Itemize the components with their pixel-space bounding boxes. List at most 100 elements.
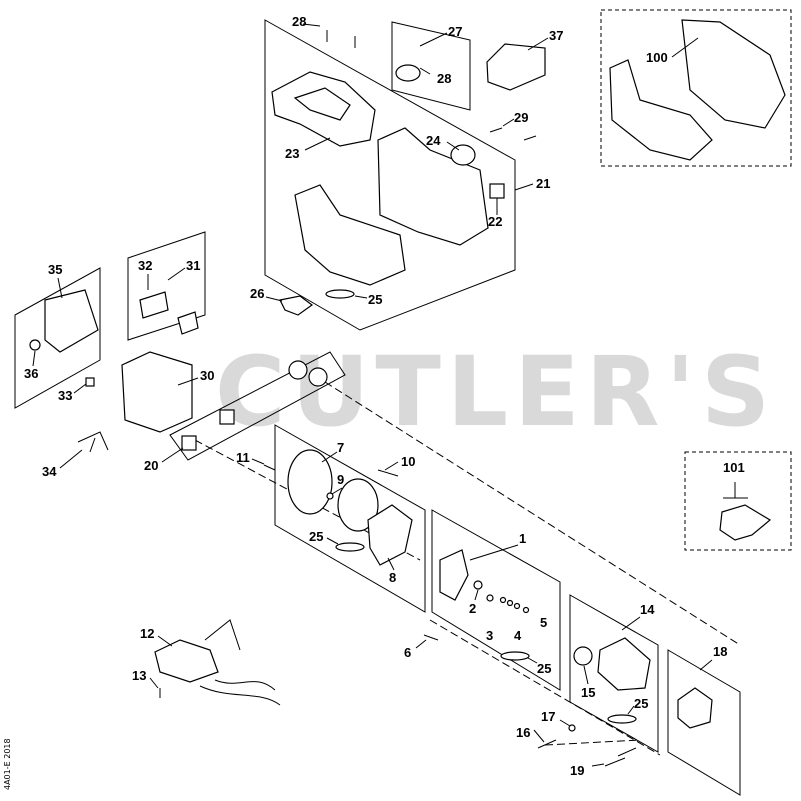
callout-26: 26 <box>250 286 264 301</box>
callout-15: 15 <box>581 685 595 700</box>
callout-28b: 28 <box>437 71 451 86</box>
callout-2: 2 <box>469 601 476 616</box>
side-code: 4A01-E 2018 <box>3 738 12 790</box>
part-ignition-12 <box>154 639 219 683</box>
part-clip-31 <box>177 311 199 335</box>
leader-25a <box>354 295 368 299</box>
callout-5: 5 <box>540 615 547 630</box>
leader-25b <box>326 537 339 545</box>
part-pad-25c <box>500 651 530 661</box>
leader-23 <box>304 137 331 151</box>
callout-36: 36 <box>24 366 38 381</box>
part-shroud-top-detail <box>293 87 351 121</box>
part-pad-25d <box>607 714 637 724</box>
callout-100: 100 <box>646 50 668 65</box>
drive-group-frame <box>569 594 659 753</box>
callout-3: 3 <box>486 628 493 643</box>
assembly-line-main <box>324 381 741 646</box>
part-upper-housing <box>377 127 489 246</box>
leader-28a <box>302 23 321 27</box>
callout-25c: 25 <box>537 661 551 676</box>
part-washer-4c <box>513 602 521 610</box>
leader-8 <box>387 557 395 571</box>
leader-31 <box>167 267 186 281</box>
part-pad-25b <box>335 542 365 552</box>
part-ignition-wire <box>199 619 281 706</box>
leader-36 <box>32 350 36 367</box>
part-tank-30 <box>121 351 193 433</box>
part-nut-33 <box>85 377 95 387</box>
part-screw-19a <box>604 757 626 767</box>
part-clip-34 <box>77 431 109 453</box>
leader-33 <box>73 383 87 394</box>
leader-26 <box>265 296 283 302</box>
callout-14: 14 <box>640 602 655 617</box>
leader-11 <box>251 458 265 465</box>
leader-24 <box>446 141 460 151</box>
part-washer-2 <box>473 580 483 590</box>
seal-group-frame <box>169 351 346 461</box>
leader-18 <box>699 659 713 671</box>
part-washer-4a <box>499 596 507 604</box>
leader-20 <box>161 447 184 463</box>
part-screw-11 <box>263 464 276 471</box>
leader-12 <box>157 635 173 647</box>
leader-27 <box>419 32 448 47</box>
callout-34: 34 <box>42 464 57 479</box>
grille-group-frame <box>14 267 101 409</box>
leader-37 <box>527 37 549 51</box>
part-disc-24 <box>450 144 476 166</box>
callout-19: 19 <box>570 763 584 778</box>
crank-group-frame <box>431 509 561 691</box>
callout-25b: 25 <box>309 529 323 544</box>
part-screw-36 <box>29 339 41 351</box>
part-washer-17 <box>568 724 576 732</box>
part-flywheel-cover-7 <box>287 449 333 515</box>
part-bearing-ring-b <box>308 367 328 387</box>
leader-6 <box>415 639 427 649</box>
part-washer-5 <box>522 606 530 614</box>
part-drive-14 <box>597 637 651 691</box>
part-screw-29b <box>523 135 537 141</box>
callout-35: 35 <box>48 262 62 277</box>
part-assembly-101 <box>719 504 772 541</box>
leader-7 <box>321 451 338 463</box>
callout-21: 21 <box>536 176 550 191</box>
bracket-group-frame <box>127 231 206 341</box>
part-lower-housing <box>294 184 406 286</box>
callout-101: 101 <box>723 460 745 475</box>
callout-10: 10 <box>401 454 415 469</box>
part-clutch-18 <box>677 687 713 729</box>
callout-9: 9 <box>337 472 344 487</box>
callout-13: 13 <box>132 668 146 683</box>
part-bracket-31 <box>139 291 169 319</box>
leader-17 <box>559 719 571 727</box>
part-screw-16 <box>537 739 557 749</box>
leader-25d <box>627 705 635 715</box>
leader-19 <box>591 763 605 767</box>
assembly-line-crank <box>429 619 661 756</box>
callout-17: 17 <box>541 709 555 724</box>
callout-29: 29 <box>514 110 528 125</box>
part-screw-19b <box>617 747 637 757</box>
part-grille-35 <box>44 289 99 353</box>
leader-28b <box>419 67 431 75</box>
callout-18: 18 <box>713 644 727 659</box>
callout-32: 32 <box>138 258 152 273</box>
part-washer-4b <box>506 599 514 607</box>
callout-8: 8 <box>389 570 396 585</box>
leader-34 <box>59 449 83 469</box>
leader-13 <box>149 677 159 689</box>
part-screw-6 <box>423 634 439 641</box>
part-pad-25a <box>325 289 355 299</box>
part-pin-10 <box>377 469 399 477</box>
leader-10 <box>384 461 399 471</box>
callout-20: 20 <box>144 458 158 473</box>
part-fan-housing-8 <box>367 504 413 566</box>
leader-1 <box>469 544 519 561</box>
part-cap-37 <box>486 43 546 91</box>
housing-group-frame <box>264 19 516 331</box>
callout-1: 1 <box>519 531 526 546</box>
leader-101 <box>723 482 748 499</box>
